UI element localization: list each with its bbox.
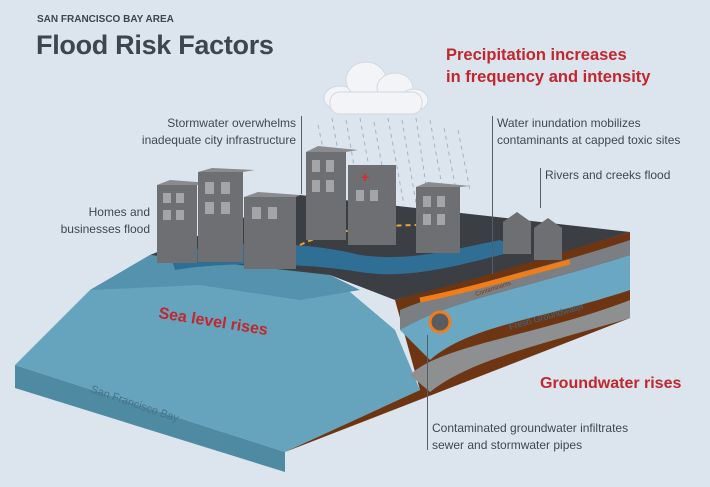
kicker: SAN FRANCISCO BAY AREA [37, 14, 174, 25]
groundwater-callout: Groundwater rises [540, 375, 682, 392]
homes-callout: Homes and businesses flood [40, 204, 150, 238]
leader-line [427, 335, 428, 450]
callout-line: businesses flood [60, 222, 150, 236]
stormwater-callout: Stormwater overwhelms inadequate city in… [128, 115, 296, 149]
leader-line [540, 168, 541, 208]
leader-line [492, 116, 493, 274]
callout-line: Stormwater overwhelms [167, 116, 296, 130]
callout-line: sewer and stormwater pipes [432, 438, 583, 452]
precipitation-callout: Precipitation increases in frequency and… [446, 44, 650, 88]
callout-line: contaminants at capped toxic sites [497, 133, 681, 147]
cloud-icon [323, 61, 429, 115]
callout-line: inadequate city infrastructure [141, 133, 296, 147]
callout-line: Precipitation increases [446, 46, 627, 64]
callout-line: Contaminated groundwater infiltrates [432, 421, 629, 435]
hospital-cross-icon: + [361, 169, 369, 185]
pipe-icon [428, 310, 452, 334]
callout-line: Water inundation mobilizes [497, 116, 641, 130]
inundation-callout: Water inundation mobilizes contaminants … [497, 115, 680, 149]
bay-surface [15, 255, 420, 452]
leader-line [301, 116, 302, 194]
rivers-callout: Rivers and creeks flood [545, 168, 671, 182]
bay-front-face [15, 365, 285, 472]
page-title: Flood Risk Factors [36, 30, 274, 60]
callout-line: in frequency and intensity [446, 68, 651, 86]
contaminated-callout: Contaminated groundwater infiltrates sew… [432, 420, 628, 454]
callout-line: Homes and [88, 205, 150, 219]
